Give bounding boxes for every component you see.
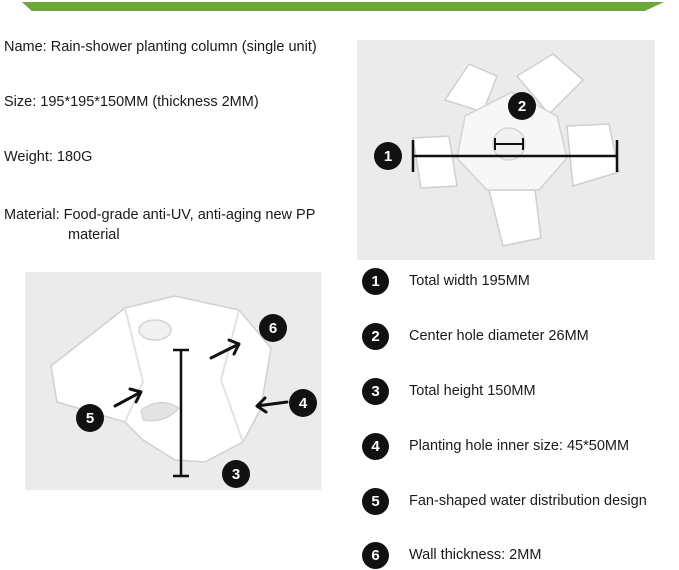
legend-badge-6: 6: [362, 541, 389, 569]
side-planting-hole: [140, 402, 180, 422]
side-view-photo: 6 4 5 3: [25, 272, 321, 490]
arrow-hole-icon: [255, 396, 289, 414]
callout-2-label: 2: [518, 98, 526, 115]
spec-name: Name: Rain-shower planting column (singl…: [4, 39, 317, 55]
legend-item-3: 3 Total height 150MM: [362, 376, 536, 406]
callout-badge-2: [508, 92, 536, 120]
callout-badge-6: [259, 314, 287, 342]
legend-text-6: Wall thickness: 2MM: [409, 547, 542, 563]
side-top-hole: [138, 319, 172, 341]
legend-badge-5: 5: [362, 487, 389, 515]
legend-item-2: 2 Center hole diameter 26MM: [362, 321, 589, 351]
legend-badge-2: 2: [362, 322, 389, 350]
callout-5-label: 5: [86, 410, 94, 427]
legend-text-3: Total height 150MM: [409, 383, 536, 399]
top-petal-top-right: [515, 53, 585, 116]
callout-badge-4: [289, 389, 317, 417]
legend-text-1: Total width 195MM: [409, 273, 530, 289]
legend-item-5: 5 Fan-shaped water distribution design: [362, 486, 647, 516]
spec-material: Material: Food-grade anti-UV, anti-aging…: [4, 205, 315, 245]
legend-badge-1: 1: [362, 267, 389, 295]
callout-badge-5: [76, 404, 104, 432]
arrow-fan-icon: [113, 387, 143, 408]
spec-weight: Weight: 180G: [4, 149, 93, 165]
legend-text-4: Planting hole inner size: 45*50MM: [409, 438, 630, 454]
side-view-illustration: 6 4 5 3: [50, 295, 317, 488]
callout-1-label: 1: [384, 148, 392, 165]
legend-item-6: 6 Wall thickness: 2MM: [362, 540, 541, 570]
callout-3-label: 3: [232, 466, 240, 483]
callout-badge-3: [222, 460, 250, 488]
top-petal-left: [412, 135, 458, 189]
legend-item-1: 1 Total width 195MM: [362, 266, 530, 296]
spec-material-line1: Material: Food-grade anti-UV, anti-aging…: [4, 207, 316, 223]
legend-text-2: Center hole diameter 26MM: [409, 328, 589, 344]
top-view-photo: 1 2: [357, 40, 655, 260]
legend-badge-4: 4: [362, 432, 389, 460]
top-view-illustration: 1 2: [374, 53, 620, 247]
legend-item-4: 4 Planting hole inner size: 45*50MM: [362, 431, 629, 461]
callout-4-label: 4: [299, 395, 308, 412]
legend-text-5: Fan-shaped water distribution design: [409, 493, 647, 509]
arrow-wall-icon: [209, 338, 241, 360]
spec-material-line2: material: [68, 227, 120, 243]
legend-badge-3: 3: [362, 377, 389, 405]
callout-6-label: 6: [269, 320, 277, 337]
spec-size: Size: 195*195*150MM (thickness 2MM): [4, 94, 259, 110]
top-petal-top-left: [443, 63, 498, 113]
top-petal-bottom: [488, 189, 542, 247]
header-accent-bar: [22, 2, 664, 11]
callout-badge-1: [374, 142, 402, 170]
